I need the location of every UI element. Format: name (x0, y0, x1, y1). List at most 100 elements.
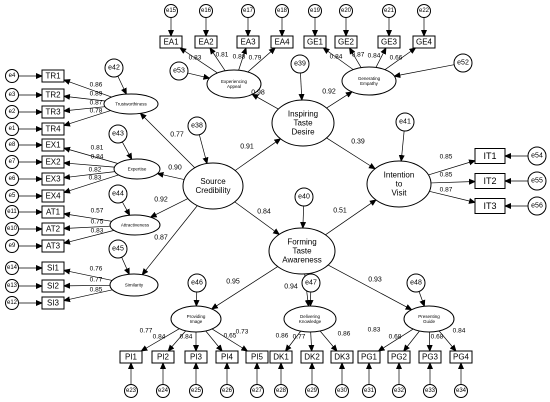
error-term-e34: e34 (454, 384, 468, 398)
loading-pi3: 0.84 (180, 334, 193, 341)
source-credibility-construct-text: Credibility (195, 186, 230, 195)
attractiveness-construct: Attractiveness (109, 214, 161, 236)
path-TR-TR4 (63, 110, 111, 127)
path-SI-SI2 (63, 282, 111, 289)
loading-pg3: 0.68 (431, 334, 444, 341)
error-term-e14: e14 (5, 261, 19, 275)
indicator-pi5-text: PI5 (251, 353, 264, 362)
coef-sc-si: 0.87 (154, 235, 168, 242)
error-term-e21-text: e21 (384, 8, 395, 14)
disturbance-e39: e39 (290, 54, 310, 74)
loading-ex4: 0.83 (89, 175, 102, 182)
error-term-e27: e27 (250, 384, 264, 398)
error-term-e15-text: e15 (166, 8, 177, 14)
indicator-ex4-text: EX4 (45, 192, 61, 201)
path-e38-SC (198, 134, 209, 165)
loading-pi2: 0.84 (153, 334, 166, 341)
disturbance-e55: e55 (527, 171, 547, 191)
disturbance-e47-text: e47 (305, 280, 317, 287)
loading-at2: 0.75 (91, 219, 104, 226)
trustworthiness-construct-text: Trustworthiness (115, 102, 147, 107)
path-e52-GE (393, 64, 455, 78)
path-EA-EA2 (209, 47, 226, 71)
path-e42-TR (117, 75, 127, 96)
coef-itd-itv: 0.39 (351, 139, 365, 146)
error-term-e9: e9 (5, 239, 19, 253)
path-DK-DK1 (284, 330, 302, 352)
indicator-dk2-text: DK2 (304, 353, 320, 362)
path-FTA-PI (210, 266, 278, 310)
disturbance-e45: e45 (108, 239, 128, 259)
indicator-ea1: EA1 (159, 35, 183, 49)
inspiring-taste-desire-construct-text: Taste (293, 119, 313, 128)
loading-pg1: 0.83 (368, 327, 381, 334)
loading-ge1: 0.84 (330, 54, 343, 61)
error-term-e33-text: e33 (425, 388, 436, 394)
error-term-e18: e18 (275, 4, 289, 18)
loading-si3: 0.85 (90, 287, 103, 294)
indicator-tr2-text: TR2 (45, 91, 61, 100)
disturbance-e42-text: e42 (108, 65, 120, 72)
error-term-e20-text: e20 (341, 8, 352, 14)
indicator-ex3-text: EX3 (45, 175, 61, 184)
error-term-e22-text: e22 (419, 8, 430, 14)
error-term-e6: e6 (5, 172, 19, 186)
error-term-e24-text: e24 (158, 388, 169, 394)
disturbance-e40: e40 (294, 187, 314, 207)
disturbance-e42: e42 (104, 58, 124, 78)
indicator-si2: SI2 (41, 279, 65, 293)
path-SC-SI (141, 205, 198, 276)
path-e45-SI (121, 257, 130, 276)
indicator-it3: IT3 (474, 198, 506, 214)
coef-itd-ea: 0.98 (251, 90, 265, 97)
disturbance-e43-text: e43 (112, 131, 124, 138)
error-term-e5: e5 (5, 189, 19, 203)
error-term-e34-text: e34 (456, 388, 467, 394)
path-TR-TR3 (63, 106, 106, 114)
path-ITD-EA (251, 93, 279, 110)
indicator-tr2: TR2 (41, 88, 65, 102)
disturbance-e46: e46 (187, 273, 207, 293)
indicator-ge1-text: GE1 (307, 38, 324, 47)
error-term-e13: e13 (5, 279, 19, 293)
error-term-e2-text: e2 (9, 109, 16, 115)
path-e44-AT (122, 201, 131, 217)
indicator-ea3-text: EA3 (240, 38, 256, 47)
presenting-guide-construct-text: Presenting (418, 314, 440, 319)
error-term-e4: e4 (5, 69, 19, 83)
error-term-e7: e7 (5, 155, 19, 169)
indicator-tr1: TR1 (41, 69, 65, 83)
error-term-e1: e1 (5, 122, 19, 136)
path-PG-PG1 (377, 328, 414, 352)
error-term-e19: e19 (308, 4, 322, 18)
loading-dk1: 0.86 (276, 333, 289, 340)
path-PI-PI4 (205, 330, 223, 352)
error-term-e20: e20 (339, 4, 353, 18)
path-ITD-ITV (326, 137, 376, 170)
loading-ea1: 0.83 (189, 55, 202, 62)
indicator-it3-text: IT3 (483, 201, 496, 211)
path-TR-TR1 (63, 79, 112, 98)
loading-tr1: 0.86 (90, 82, 103, 89)
indicator-at3: AT3 (41, 239, 65, 253)
path-e39-ITD (298, 72, 305, 102)
disturbance-e43: e43 (108, 124, 128, 144)
indicator-at2-text: AT2 (46, 225, 61, 234)
disturbance-e38-text: e38 (191, 123, 203, 130)
coef-sc-at: 0.92 (154, 197, 168, 204)
indicator-ea2: EA2 (194, 35, 218, 49)
indicator-pg3-text: PG3 (422, 353, 439, 362)
path-FTA-ITV (325, 199, 377, 236)
error-term-e26-text: e26 (222, 388, 233, 394)
error-term-e12: e12 (5, 296, 19, 310)
path-PI-PI1 (140, 328, 180, 352)
disturbance-e56: e56 (527, 196, 547, 216)
path-SC-EX (156, 171, 185, 180)
loading-ge2: 0.87 (352, 52, 365, 59)
loading-si1: 0.76 (90, 266, 103, 273)
delivering-knowledge-construct-text: Delivering (300, 314, 321, 319)
indicator-pi4: PI4 (215, 350, 239, 364)
error-term-e6-text: e6 (9, 176, 16, 182)
